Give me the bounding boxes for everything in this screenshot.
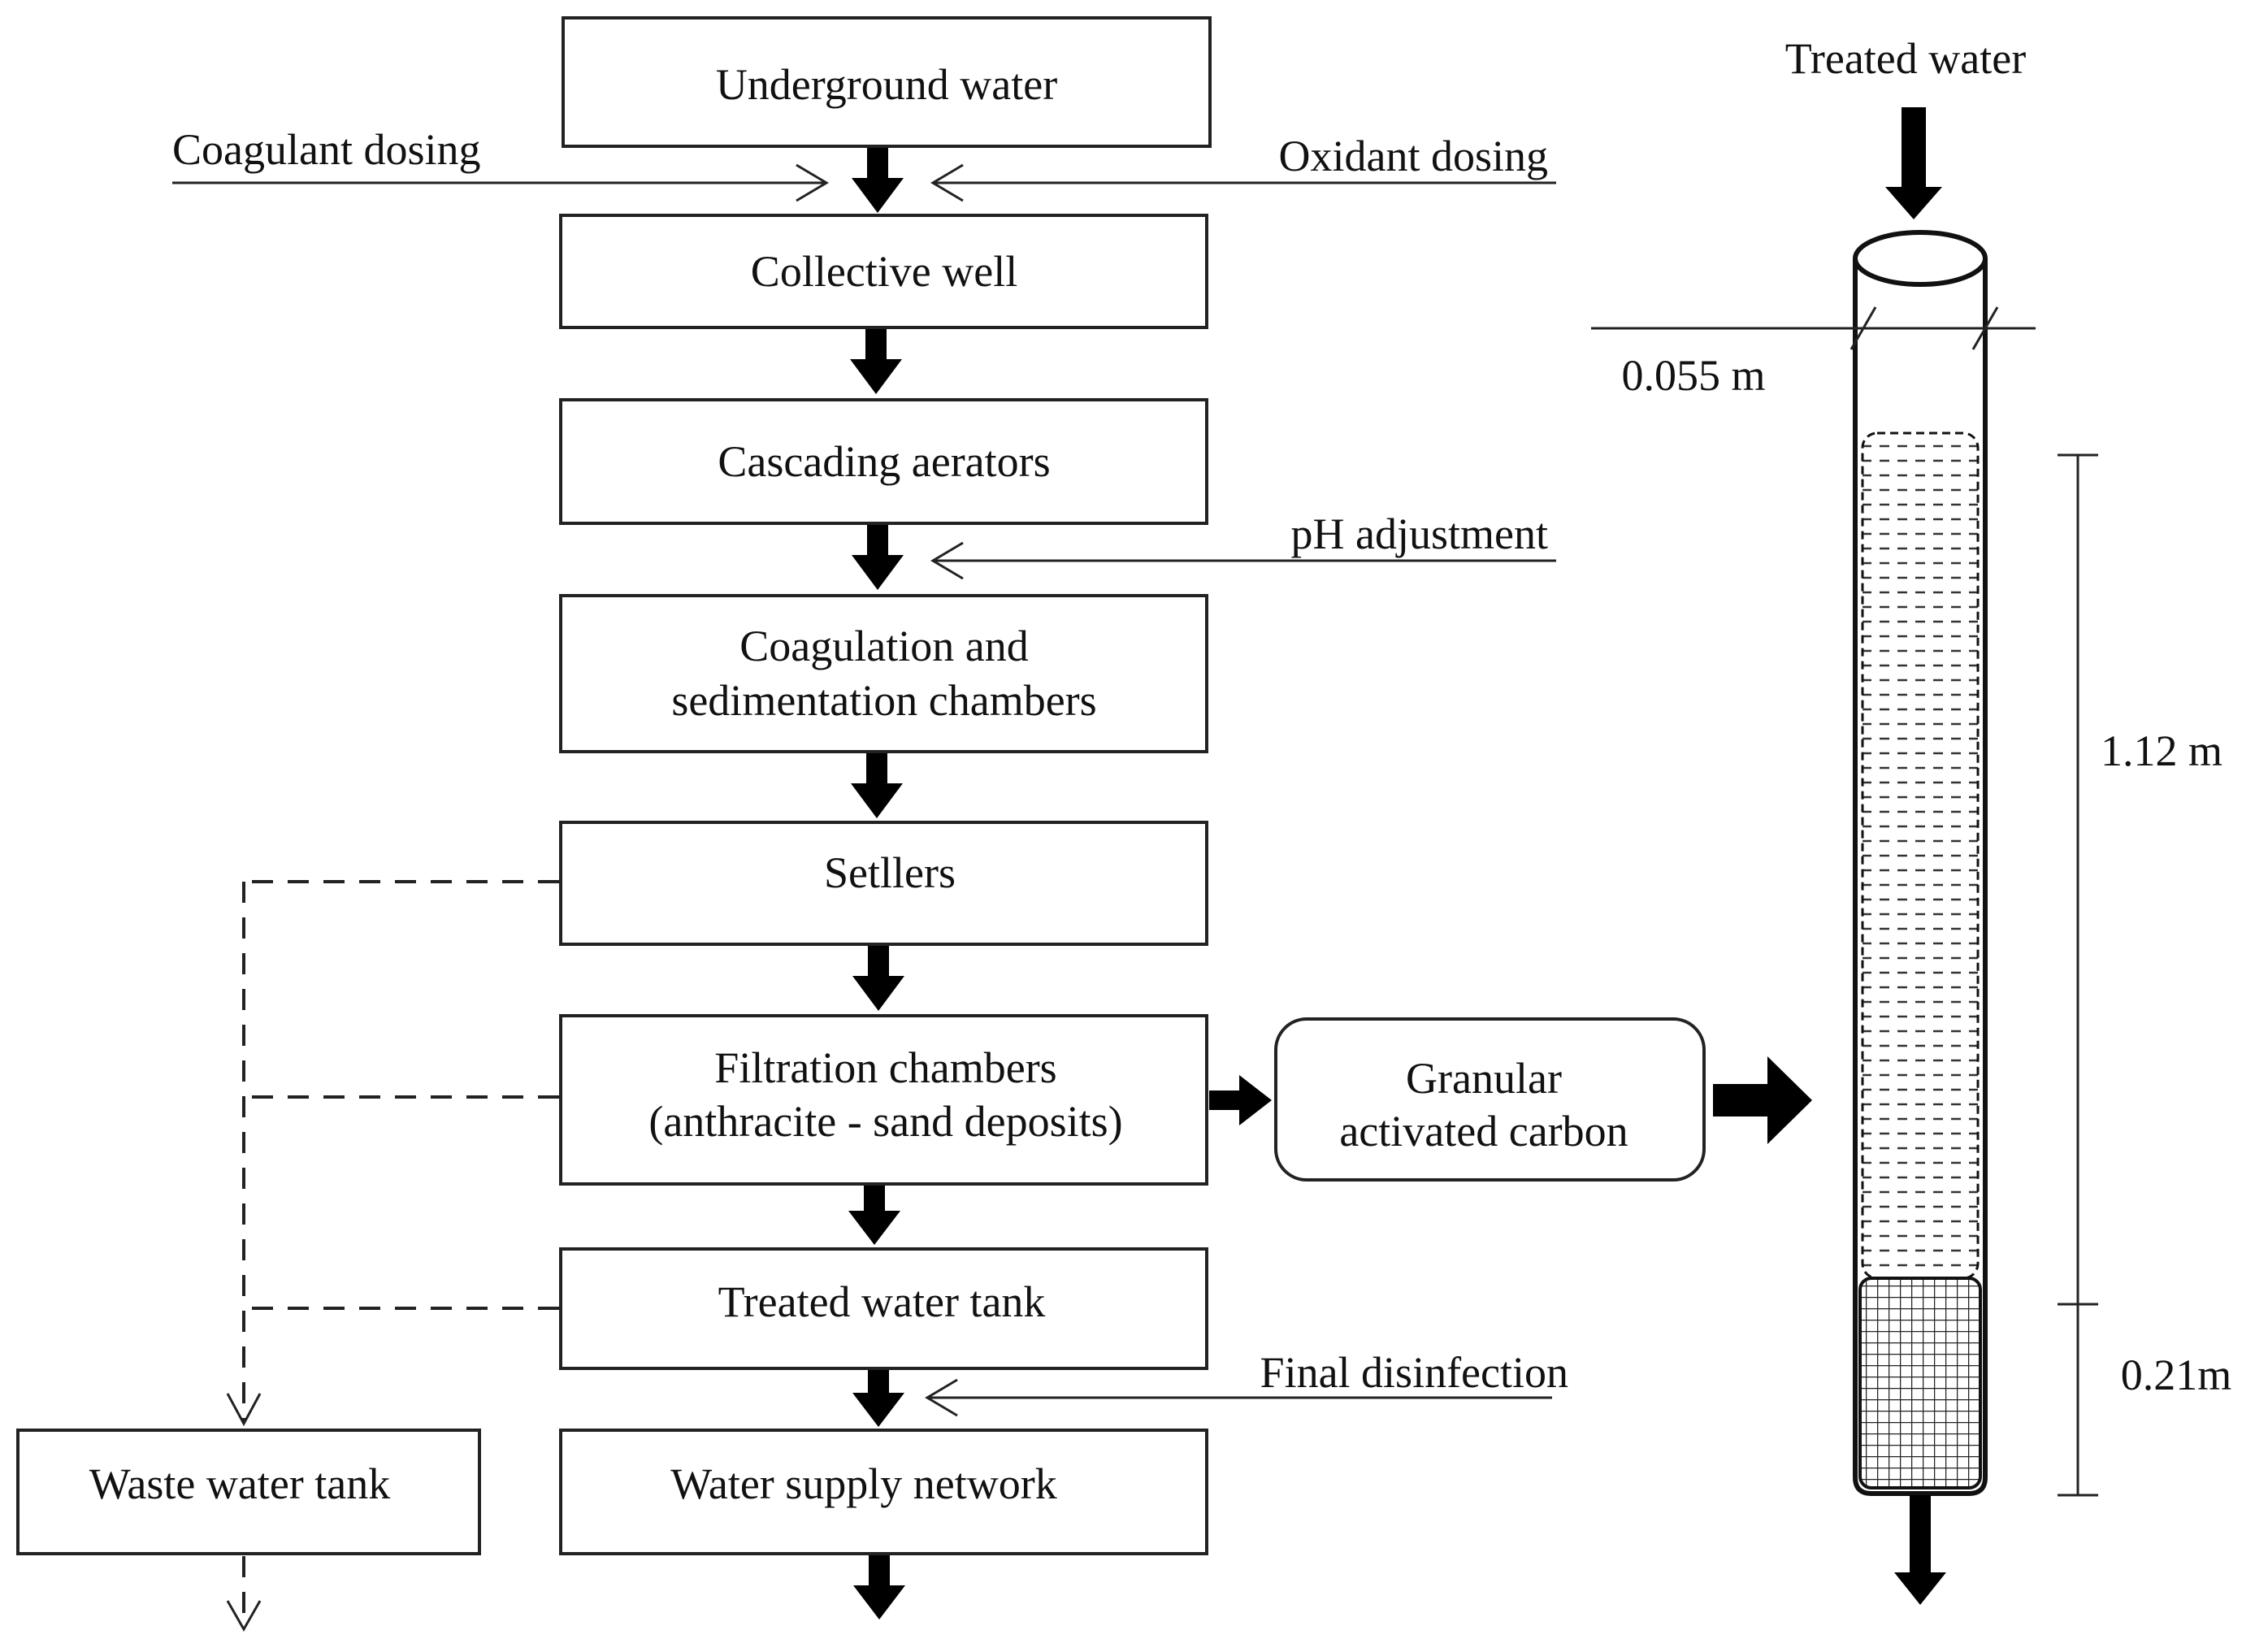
setllers-label: Setllers [824, 848, 956, 897]
gac-label-line1: Granular [1406, 1054, 1562, 1103]
coagulant-dosing-label: Coagulant dosing [172, 125, 480, 174]
treated-water-tank-label: Treated water tank [718, 1277, 1046, 1326]
flow-arrow-2 [850, 329, 902, 394]
box-cascading-aerators: Cascading aerators [559, 398, 1208, 525]
box-water-supply-network: Water supply network [559, 1429, 1208, 1555]
box-filtration-chambers: Filtration chambers (anthracite - sand d… [559, 1014, 1208, 1186]
flow-arrow-to-gac [1209, 1075, 1272, 1125]
filtration-label-line1: Filtration chambers [714, 1043, 1056, 1092]
filtration-label-line2: (anthracite - sand deposits) [648, 1097, 1122, 1146]
water-supply-network-label: Water supply network [670, 1459, 1057, 1508]
column-inlet-arrow [1885, 107, 1942, 219]
box-setllers: Setllers [559, 821, 1208, 946]
flow-arrow-to-column [1713, 1056, 1812, 1144]
coagulant-dosing-line: Coagulant dosing [172, 125, 829, 202]
final-disinfection-label: Final disinfection [1260, 1348, 1568, 1397]
oxidant-dosing-line: Oxidant dosing [930, 132, 1556, 202]
ph-adjustment-line: pH adjustment [930, 509, 1556, 580]
flow-arrow-4 [851, 753, 903, 818]
gac-height-label: 1.12 m [2101, 726, 2222, 775]
waste-return-lines [226, 880, 559, 1427]
column-inlet-label: Treated water [1785, 34, 2026, 83]
support-height-label: 0.21m [2121, 1351, 2232, 1399]
coagulation-label-line1: Coagulation and [739, 622, 1028, 670]
flow-arrow-7 [852, 1370, 904, 1427]
filter-column: Treated water 0.055 m 1.12 m 0.21m [1591, 34, 2231, 1605]
box-treated-water-tank: Treated water tank [559, 1247, 1208, 1370]
flow-arrow-1 [852, 148, 904, 213]
collective-well-label: Collective well [751, 247, 1017, 296]
coagulation-label-line2: sedimentation chambers [671, 676, 1096, 725]
underground-water-label: Underground water [716, 60, 1057, 109]
oxidant-dosing-label: Oxidant dosing [1279, 132, 1549, 180]
gac-label-line2: activated carbon [1339, 1107, 1628, 1156]
gac-bed [1861, 431, 1980, 1280]
box-underground-water: Underground water [562, 16, 1212, 148]
box-waste-water-tank: Waste water tank [16, 1429, 481, 1555]
flow-arrow-3 [852, 525, 904, 590]
cascading-aerators-label: Cascading aerators [718, 437, 1050, 486]
waste-outlet-arrow [226, 1556, 262, 1632]
flow-arrow-out-supply [853, 1555, 905, 1619]
final-disinfection-line: Final disinfection [925, 1348, 1568, 1417]
box-collective-well: Collective well [559, 214, 1208, 329]
column-outlet-arrow [1894, 1495, 1946, 1605]
ph-adjustment-label: pH adjustment [1291, 509, 1548, 558]
box-coagulation-sedimentation: Coagulation and sedimentation chambers [559, 594, 1208, 753]
flow-arrow-5 [852, 946, 904, 1011]
waste-water-tank-label: Waste water tank [89, 1459, 391, 1508]
box-granular-activated-carbon: Granular activated carbon [1274, 1017, 1706, 1182]
flow-arrow-6 [848, 1186, 900, 1245]
support-layer [1858, 1277, 1982, 1489]
column-diameter-label: 0.055 m [1621, 351, 1765, 400]
